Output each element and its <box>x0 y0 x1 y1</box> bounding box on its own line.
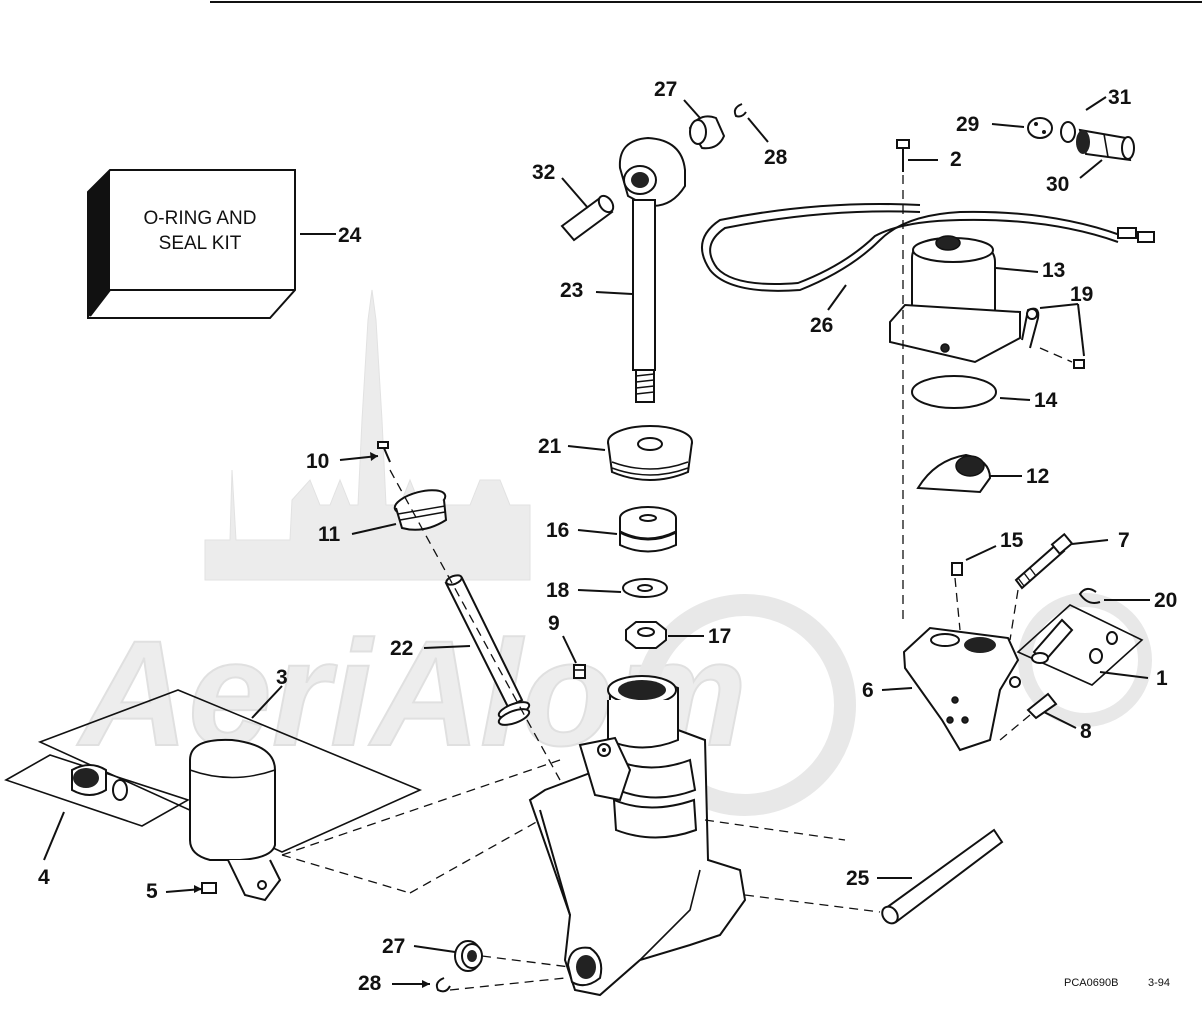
part-32-pin <box>560 194 615 242</box>
callout-27-top: 27 <box>654 78 677 101</box>
part-3-reservoir-assembly <box>37 689 423 902</box>
part-4-seal-kit <box>4 754 190 827</box>
seal-kit-box: O-RING AND SEAL KIT <box>87 169 296 319</box>
callout-22: 22 <box>390 637 413 660</box>
callout-27-bottom: 27 <box>382 935 405 958</box>
callout-26: 26 <box>810 314 833 337</box>
callout-6: 6 <box>862 679 874 702</box>
callout-25: 25 <box>846 867 870 890</box>
part-11-valve <box>393 489 448 531</box>
part-21-cap <box>607 425 693 481</box>
callout-8: 8 <box>1080 720 1092 743</box>
callout-13: 13 <box>1042 259 1065 282</box>
part-28-clip-top <box>733 103 747 118</box>
figure-code: PCA0690B <box>1064 977 1118 989</box>
callout-19: 19 <box>1070 283 1093 306</box>
part-25-pin <box>881 828 1004 925</box>
part-23-trim-rod <box>618 136 686 403</box>
part-29-cap <box>1027 117 1053 139</box>
callout-14: 14 <box>1034 389 1058 412</box>
part-9-plug <box>573 664 586 679</box>
callout-12: 12 <box>1026 465 1049 488</box>
callout-28-bottom: 28 <box>358 972 382 995</box>
part-28-clip-bottom <box>435 977 451 993</box>
part-15-screw <box>951 562 963 576</box>
callout-10: 10 <box>306 450 329 473</box>
assembly-lines <box>281 175 1073 991</box>
seal-kit-line2: SEAL KIT <box>159 233 242 254</box>
part-6-pump <box>902 626 1021 752</box>
part-13-motor <box>889 235 1021 364</box>
part-19-clamp <box>1021 307 1085 369</box>
callout-5: 5 <box>146 880 158 903</box>
part-17-nut <box>625 621 667 649</box>
callout-30: 30 <box>1046 173 1069 196</box>
part-18-washer <box>622 578 668 598</box>
callout-29: 29 <box>956 113 979 136</box>
callout-2: 2 <box>950 148 962 171</box>
callout-21: 21 <box>538 435 562 458</box>
part-27-bushing-bottom <box>454 940 483 972</box>
part-14-o-ring <box>911 375 997 409</box>
callout-labels: 1 2 3 4 5 6 7 8 9 10 11 12 13 14 15 16 1… <box>38 78 1177 995</box>
callout-31: 31 <box>1108 86 1132 109</box>
part-7-bolt <box>1014 532 1074 590</box>
callout-17: 17 <box>708 625 731 648</box>
figure-date: 3-94 <box>1148 977 1170 989</box>
callout-3: 3 <box>276 666 288 689</box>
part-31-o-ring <box>1060 121 1076 143</box>
callout-23: 23 <box>560 279 583 302</box>
trim-cylinder-body <box>528 675 747 997</box>
callout-11: 11 <box>318 523 341 546</box>
callout-7: 7 <box>1118 529 1130 552</box>
callout-15: 15 <box>1000 529 1024 552</box>
part-5-screw <box>201 882 217 894</box>
callout-20: 20 <box>1154 589 1177 612</box>
part-8-screw <box>1026 692 1058 720</box>
part-16-piston <box>619 506 677 553</box>
part-12-filter <box>916 453 992 494</box>
leader-lines <box>43 96 1150 985</box>
part-10-screw <box>377 441 391 463</box>
part-20-ring <box>1078 588 1101 604</box>
callout-18: 18 <box>546 579 570 602</box>
callout-28-top: 28 <box>764 146 788 169</box>
callout-16: 16 <box>546 519 569 542</box>
callout-24: 24 <box>338 224 362 247</box>
part-1-valve-kit <box>1016 604 1144 686</box>
part-26-wires <box>701 203 1155 292</box>
callout-9: 9 <box>548 612 560 635</box>
seal-kit-line1: O-RING AND <box>144 208 257 229</box>
callout-4: 4 <box>38 866 50 889</box>
watermark-cityscape <box>204 289 531 581</box>
part-30-reservoir-plug <box>1076 128 1135 162</box>
callout-1: 1 <box>1156 667 1168 690</box>
callout-32: 32 <box>532 161 555 184</box>
part-27-bushing-top <box>688 115 726 150</box>
leader-arrowheads <box>194 452 430 988</box>
part-2-screw <box>896 139 910 172</box>
